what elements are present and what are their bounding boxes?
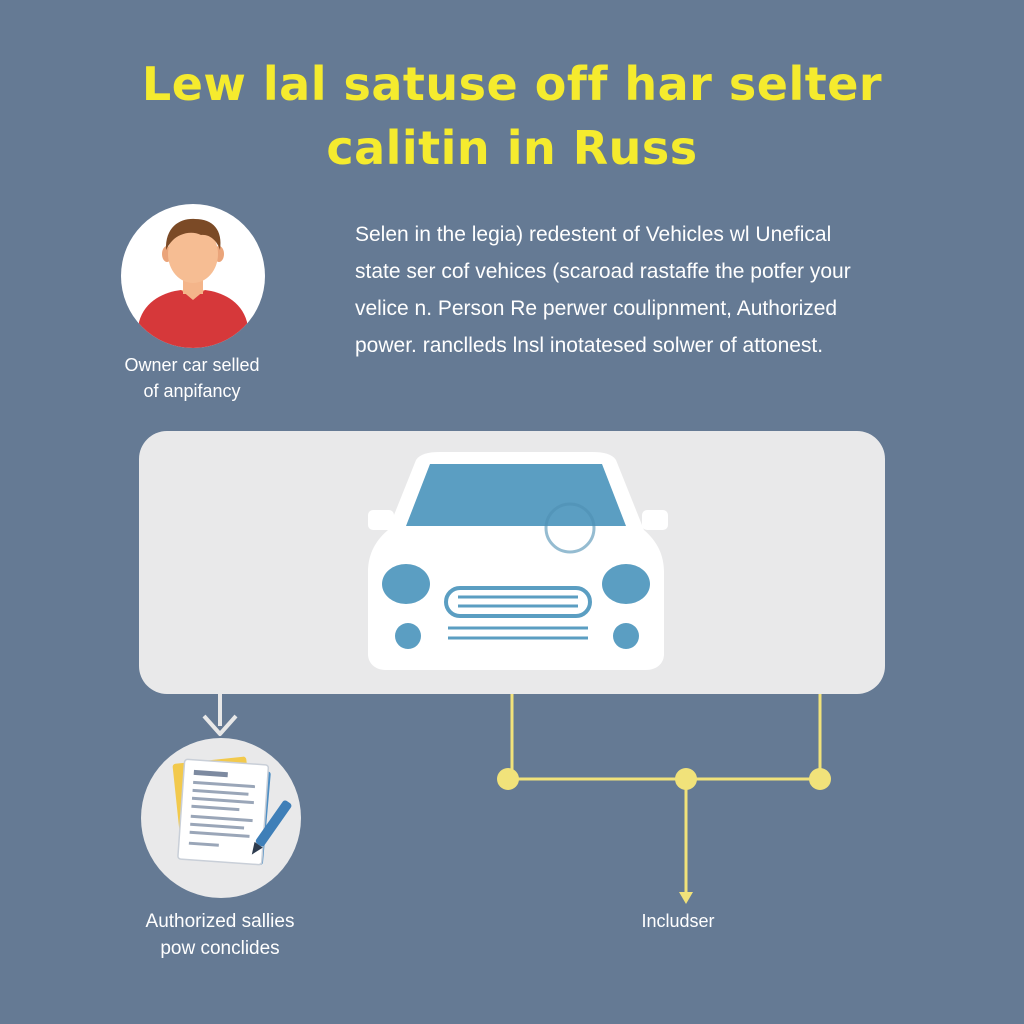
title-line-1: Lew lal satuse off har selter: [141, 57, 883, 111]
description-line-4: power. ranclleds lnsl inotatesed solwer …: [355, 334, 824, 357]
page-title: Lew lal satuse off har selter calitin in…: [0, 52, 1024, 180]
documents-caption-line-2: pow conclides: [160, 938, 280, 959]
documents-icon: [172, 756, 292, 866]
description-line-2: state ser cof vehices (scaroad rastaffe …: [355, 260, 851, 283]
owner-caption-line-1: Owner car selled: [124, 355, 260, 375]
person-icon: [139, 218, 247, 348]
car-icon: [368, 452, 668, 670]
connector-node-middle: [675, 768, 697, 790]
description-line-1: Selen in the legia) redestent of Vehicle…: [355, 223, 832, 246]
connector-node-left: [497, 768, 519, 790]
includes-label: Includser: [641, 911, 715, 931]
arrow-down-icon: [202, 694, 238, 736]
owner-avatar: [121, 204, 265, 348]
description-line-3: velice n. Person Re perwer coulipnment, …: [355, 297, 838, 320]
owner-caption: Owner car selled of anpifancy: [92, 352, 292, 404]
documents-caption-line-1: Authorized sallies: [145, 911, 295, 932]
title-line-2: calitin in Russ: [326, 121, 698, 175]
includes-connector: [497, 694, 831, 904]
description-text: Selen in the legia) redestent of Vehicle…: [355, 216, 935, 364]
documents-caption: Authorized sallies pow conclides: [110, 908, 330, 962]
connector-node-right: [809, 768, 831, 790]
owner-caption-line-2: of anpifancy: [143, 381, 241, 401]
documents-circle: [141, 738, 301, 898]
